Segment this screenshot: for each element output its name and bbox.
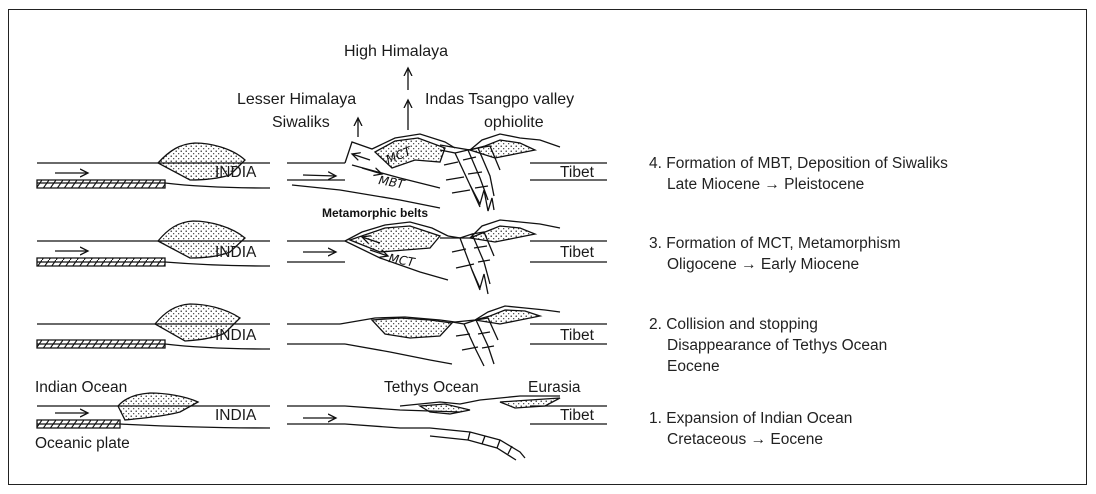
stage-1-period: Cretaceous → Eocene — [649, 429, 852, 450]
label-india-4: INDIA — [215, 164, 257, 181]
label-tibet-3: Tibet — [560, 244, 595, 261]
stage-2-period: Eocene — [649, 356, 887, 377]
label-tibet-4: Tibet — [560, 164, 595, 181]
stage-3-title: 3. Formation of MCT, Metamorphism — [649, 233, 901, 254]
label-india-1: INDIA — [215, 407, 257, 424]
stage-2-title: 2. Collision and stopping — [649, 314, 887, 335]
stage-3-period: Oligocene → Early Miocene — [649, 254, 901, 275]
stage-2-detail: Disappearance of Tethys Ocean — [649, 335, 887, 356]
label-tethys-ocean: Tethys Ocean — [384, 379, 479, 396]
section-4-cross-section — [37, 68, 607, 211]
label-indian-ocean: Indian Ocean — [35, 379, 127, 396]
label-india-2: INDIA — [215, 327, 257, 344]
label-ophiolite: ophiolite — [484, 114, 544, 131]
label-mbt-4: MBT — [377, 173, 407, 192]
label-tibet-2: Tibet — [560, 327, 595, 344]
stage-4-description: 4. Formation of MBT, Deposition of Siwal… — [649, 153, 948, 195]
label-siwaliks: Siwaliks — [272, 114, 330, 131]
section-2-cross-section — [37, 304, 607, 366]
label-metamorphic-belts: Metamorphic belts — [322, 206, 428, 220]
stage-3-description: 3. Formation of MCT, Metamorphism Oligoc… — [649, 233, 901, 275]
stage-4-title: 4. Formation of MBT, Deposition of Siwal… — [649, 153, 948, 174]
stage-4-period: Late Miocene → Pleistocene — [649, 174, 948, 195]
label-high-himalaya: High Himalaya — [344, 43, 448, 60]
label-tibet-1: Tibet — [560, 407, 595, 424]
label-oceanic-plate: Oceanic plate — [35, 435, 130, 452]
label-indas-tsangpo: Indas Tsangpo valley — [425, 91, 574, 108]
stage-2-description: 2. Collision and stopping Disappearance … — [649, 314, 887, 377]
label-india-3: INDIA — [215, 244, 257, 261]
stage-1-title: 1. Expansion of Indian Ocean — [649, 408, 852, 429]
section-3-cross-section — [37, 220, 607, 294]
label-mct-3: MCT — [387, 251, 417, 270]
label-eurasia: Eurasia — [528, 379, 581, 396]
label-lesser-himalaya: Lesser Himalaya — [237, 91, 356, 108]
stage-1-description: 1. Expansion of Indian Ocean Cretaceous … — [649, 408, 852, 450]
